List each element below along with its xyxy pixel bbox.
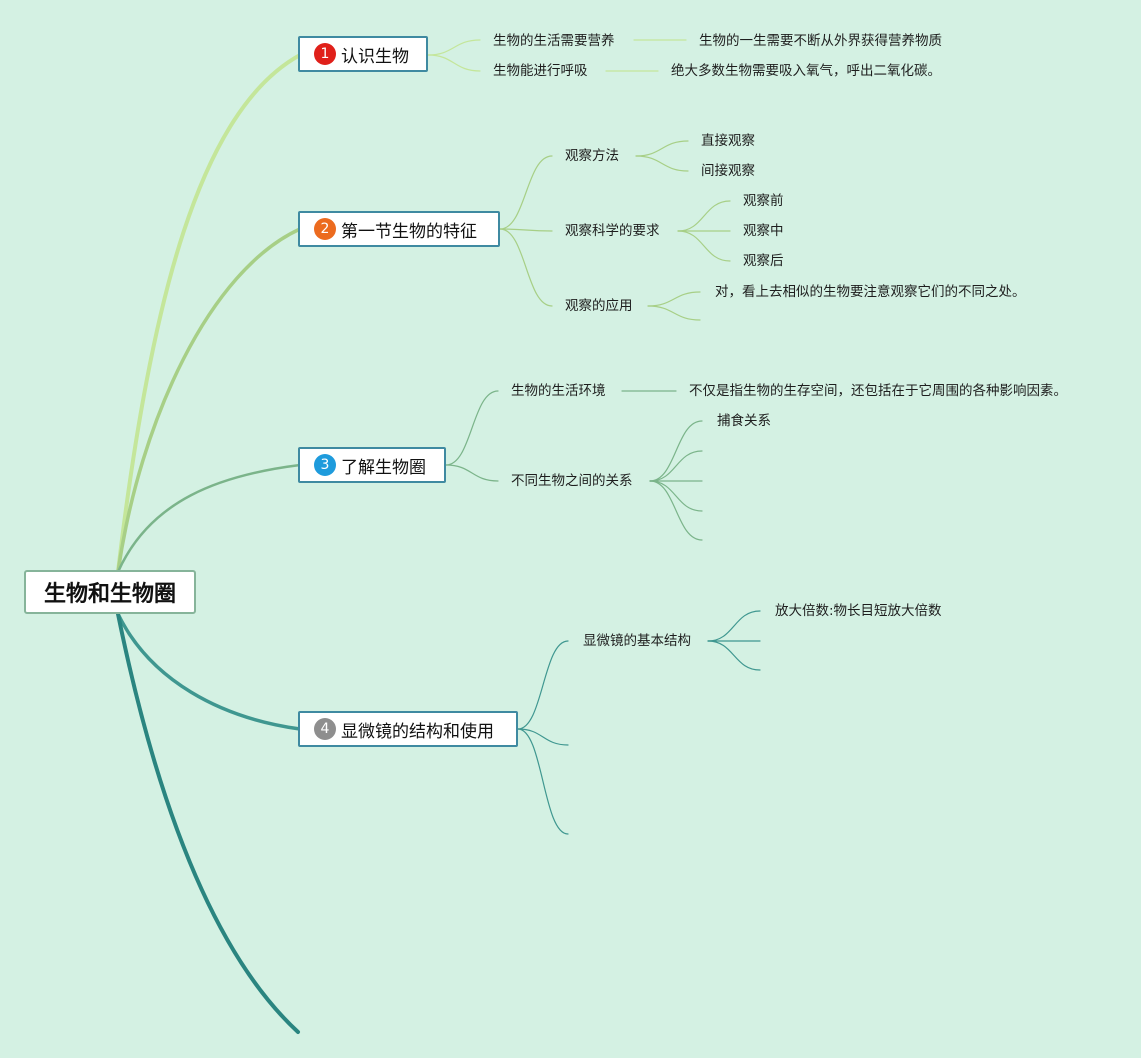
link-2-2-1 (677, 200, 731, 232)
link-3-2-4 (649, 480, 703, 512)
main-branch-4 (116, 612, 302, 731)
topic-3-label: 了解生物圈 (341, 457, 426, 478)
link-3-2-2 (649, 450, 703, 482)
root-label: 生物和生物圈 (43, 582, 176, 607)
link-3-2-5 (649, 480, 703, 541)
topic-2-node[interactable]: 2 第一节生物的特征 (298, 211, 500, 247)
link-2-1-2 (635, 155, 689, 172)
topic-2-label: 第一节生物的特征 (341, 221, 477, 242)
badge-4-icon: 4 (314, 718, 336, 740)
topic-3-node[interactable]: 3 了解生物圈 (298, 447, 446, 483)
topic-4-label: 显微镜的结构和使用 (341, 721, 494, 742)
badge-1-icon: 1 (314, 43, 336, 65)
detail-2-1-1-label[interactable]: 直接观察 (701, 133, 755, 149)
link-4-1-3 (707, 640, 761, 671)
link-1-1 (427, 39, 481, 56)
detail-4-1-1-label[interactable]: 放大倍数:物长目短放大倍数 (775, 603, 942, 619)
root-node[interactable]: 生物和生物圈 (24, 570, 196, 614)
detail-1-2-1-label[interactable]: 绝大多数生物需要吸入氧气，呼出二氧化碳。 (671, 63, 941, 79)
link-2-1 (499, 155, 553, 230)
link-4-2 (517, 728, 569, 746)
subtopic-2-2-label[interactable]: 观察科学的要求 (565, 223, 660, 239)
link-2-3-2 (647, 305, 701, 321)
main-branch-3 (116, 463, 302, 574)
badge-3-icon: 3 (314, 454, 336, 476)
link-1-2 (427, 54, 481, 72)
link-2-1-1 (635, 140, 689, 157)
subtopic-1-1-label[interactable]: 生物的生活需要营养 (493, 33, 615, 49)
link-4-3 (517, 728, 569, 835)
link-3-2-1 (649, 420, 703, 482)
detail-3-2-1-label[interactable]: 捕食关系 (717, 413, 771, 429)
link-2-2-3 (677, 230, 731, 262)
link-2-2 (499, 228, 553, 232)
subtopic-4-1-label[interactable]: 显微镜的基本结构 (583, 633, 691, 649)
main-branch-1 (116, 53, 302, 574)
subtopic-3-2-label[interactable]: 不同生物之间的关系 (511, 473, 633, 489)
subtopic-1-2-label[interactable]: 生物能进行呼吸 (493, 63, 588, 79)
badge-2-icon: 2 (314, 218, 336, 240)
subtopic-2-1-label[interactable]: 观察方法 (565, 148, 619, 164)
detail-2-2-1-label[interactable]: 观察前 (743, 193, 784, 209)
detail-1-1-1-label[interactable]: 生物的一生需要不断从外界获得营养物质 (699, 33, 942, 49)
detail-2-3-1-label[interactable]: 对，看上去相似的生物要注意观察它们的不同之处。 (715, 284, 1026, 300)
subtopic-3-1-label[interactable]: 生物的生活环境 (511, 383, 606, 399)
main-branch-5 (116, 612, 300, 1034)
subtopic-2-3-label[interactable]: 观察的应用 (565, 298, 633, 314)
topic-4-node[interactable]: 4 显微镜的结构和使用 (298, 711, 518, 747)
detail-3-1-1-label[interactable]: 不仅是指生物的生存空间，还包括在于它周围的各种影响因素。 (689, 383, 1067, 399)
link-2-3 (499, 228, 553, 307)
link-2-3-1 (647, 291, 701, 307)
link-3-1 (445, 390, 499, 466)
detail-2-2-3-label[interactable]: 观察后 (743, 253, 784, 269)
detail-2-2-2-label[interactable]: 观察中 (743, 223, 784, 239)
link-4-1 (517, 640, 569, 730)
detail-2-1-2-label[interactable]: 间接观察 (701, 163, 755, 179)
link-3-2 (445, 464, 499, 482)
topic-1-node[interactable]: 1 认识生物 (298, 36, 428, 72)
main-branch-2 (116, 227, 302, 574)
link-4-1-1 (707, 610, 761, 642)
topic-1-label: 认识生物 (341, 46, 409, 67)
